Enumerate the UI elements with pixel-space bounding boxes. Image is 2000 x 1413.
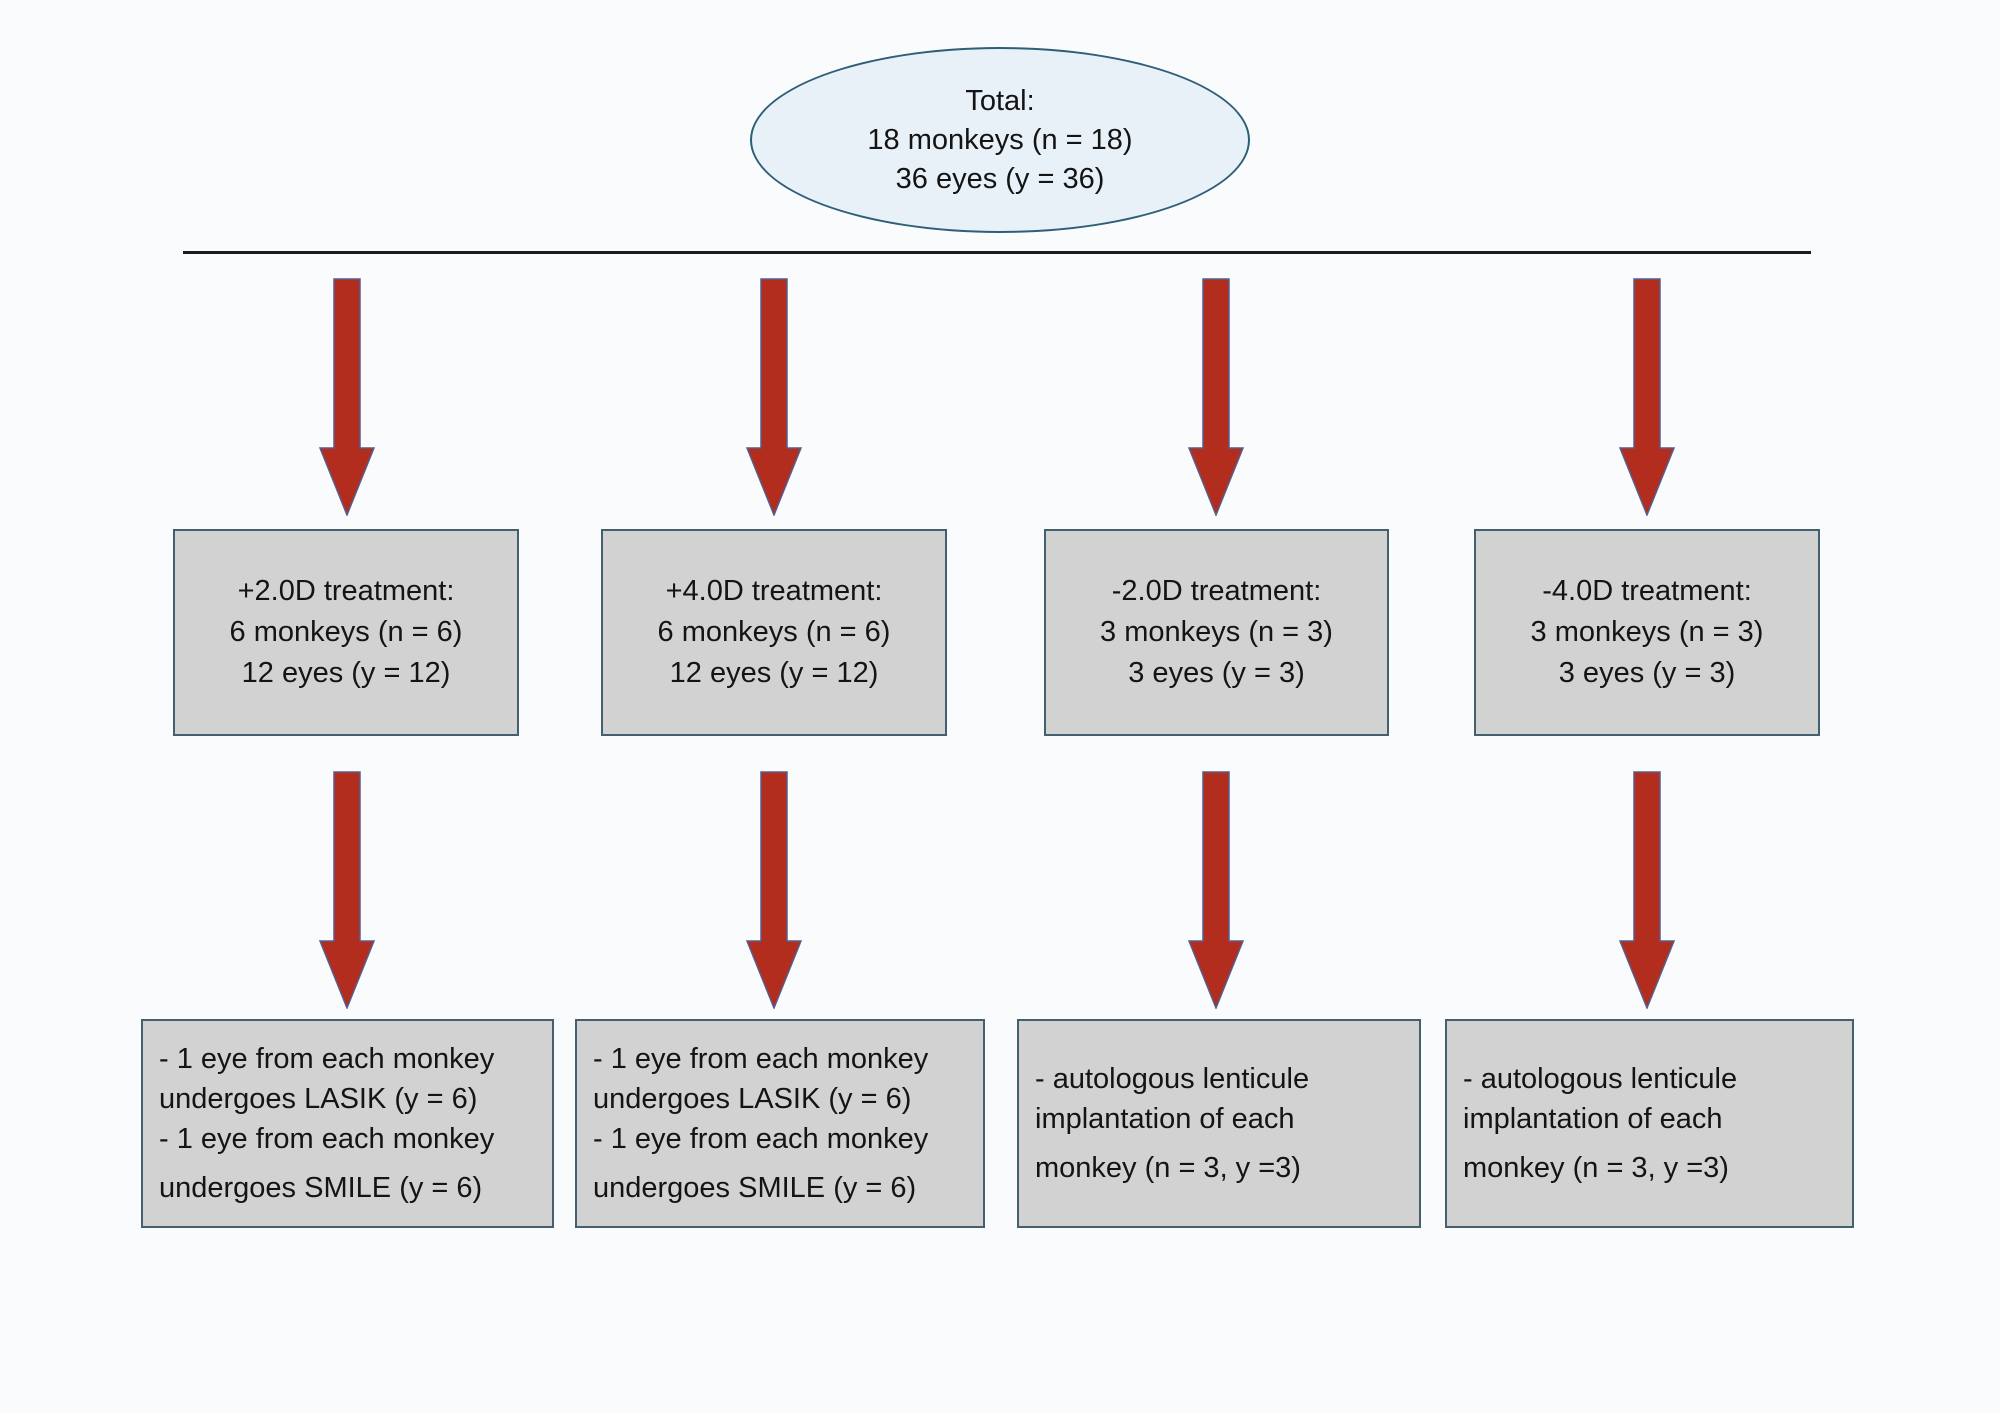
box-text-line: 6 monkeys (n = 6) — [229, 616, 463, 648]
total-line: Total: — [965, 84, 1035, 117]
down-arrow — [1188, 278, 1244, 516]
box-text-line: undergoes SMILE (y = 6) — [159, 1172, 483, 1204]
down-arrow — [319, 771, 375, 1009]
outcome-box-minus-2d: - autologous lenticule implantation of e… — [1017, 1019, 1421, 1228]
down-arrow — [1619, 771, 1675, 1009]
box-text-line: undergoes LASIK (y = 6) — [593, 1083, 912, 1115]
box-text-line: monkey (n = 3, y =3) — [1463, 1152, 1729, 1184]
box-text-line: -4.0D treatment: — [1542, 575, 1752, 607]
total-line: 36 eyes (y = 36) — [895, 162, 1105, 195]
down-arrow — [1619, 278, 1675, 516]
down-arrow — [746, 771, 802, 1009]
box-text-line: - 1 eye from each monkey — [159, 1123, 495, 1155]
box-text-line: -2.0D treatment: — [1111, 575, 1322, 607]
outcome-box-plus-2d: - 1 eye from each monkey undergoes LASIK… — [141, 1019, 554, 1228]
treatment-box-plus-2d: +2.0D treatment: 6 monkeys (n = 6) 12 ey… — [173, 529, 519, 736]
box-text-line: - 1 eye from each monkey — [593, 1043, 929, 1075]
outcome-box-plus-4d: - 1 eye from each monkey undergoes LASIK… — [575, 1019, 985, 1228]
box-text-line: - autologous lenticule — [1035, 1063, 1310, 1095]
box-text-line: undergoes SMILE (y = 6) — [593, 1172, 917, 1204]
box-text-line: 3 monkeys (n = 3) — [1100, 616, 1333, 648]
down-arrow — [319, 278, 375, 516]
divider-line — [183, 251, 1811, 254]
treatment-box-plus-4d: +4.0D treatment: 6 monkeys (n = 6) 12 ey… — [601, 529, 947, 736]
box-text-line: undergoes LASIK (y = 6) — [159, 1083, 478, 1115]
down-arrow — [746, 278, 802, 516]
total-node: Total: 18 monkeys (n = 18) 36 eyes (y = … — [750, 47, 1250, 233]
total-line: 18 monkeys (n = 18) — [867, 123, 1133, 156]
outcome-box-minus-4d: - autologous lenticule implantation of e… — [1445, 1019, 1854, 1228]
box-text-line: +2.0D treatment: — [237, 575, 455, 607]
treatment-box-minus-4d: -4.0D treatment: 3 monkeys (n = 3) 3 eye… — [1474, 529, 1820, 736]
box-text-line: 12 eyes (y = 12) — [241, 657, 451, 689]
box-text-line: 3 eyes (y = 3) — [1558, 657, 1736, 689]
down-arrow — [1188, 771, 1244, 1009]
box-text-line: - 1 eye from each monkey — [593, 1123, 929, 1155]
box-text-line: - 1 eye from each monkey — [159, 1043, 495, 1075]
box-text-line: - autologous lenticule — [1463, 1063, 1738, 1095]
box-text-line: 12 eyes (y = 12) — [669, 657, 879, 689]
box-text-line: 3 monkeys (n = 3) — [1530, 616, 1764, 648]
box-text-line: 3 eyes (y = 3) — [1128, 657, 1305, 689]
treatment-box-minus-2d: -2.0D treatment: 3 monkeys (n = 3) 3 eye… — [1044, 529, 1389, 736]
box-text-line: implantation of each — [1463, 1103, 1723, 1135]
box-text-line: monkey (n = 3, y =3) — [1035, 1152, 1301, 1184]
box-text-line: implantation of each — [1035, 1103, 1295, 1135]
box-text-line: +4.0D treatment: — [665, 575, 883, 607]
box-text-line: 6 monkeys (n = 6) — [657, 616, 891, 648]
